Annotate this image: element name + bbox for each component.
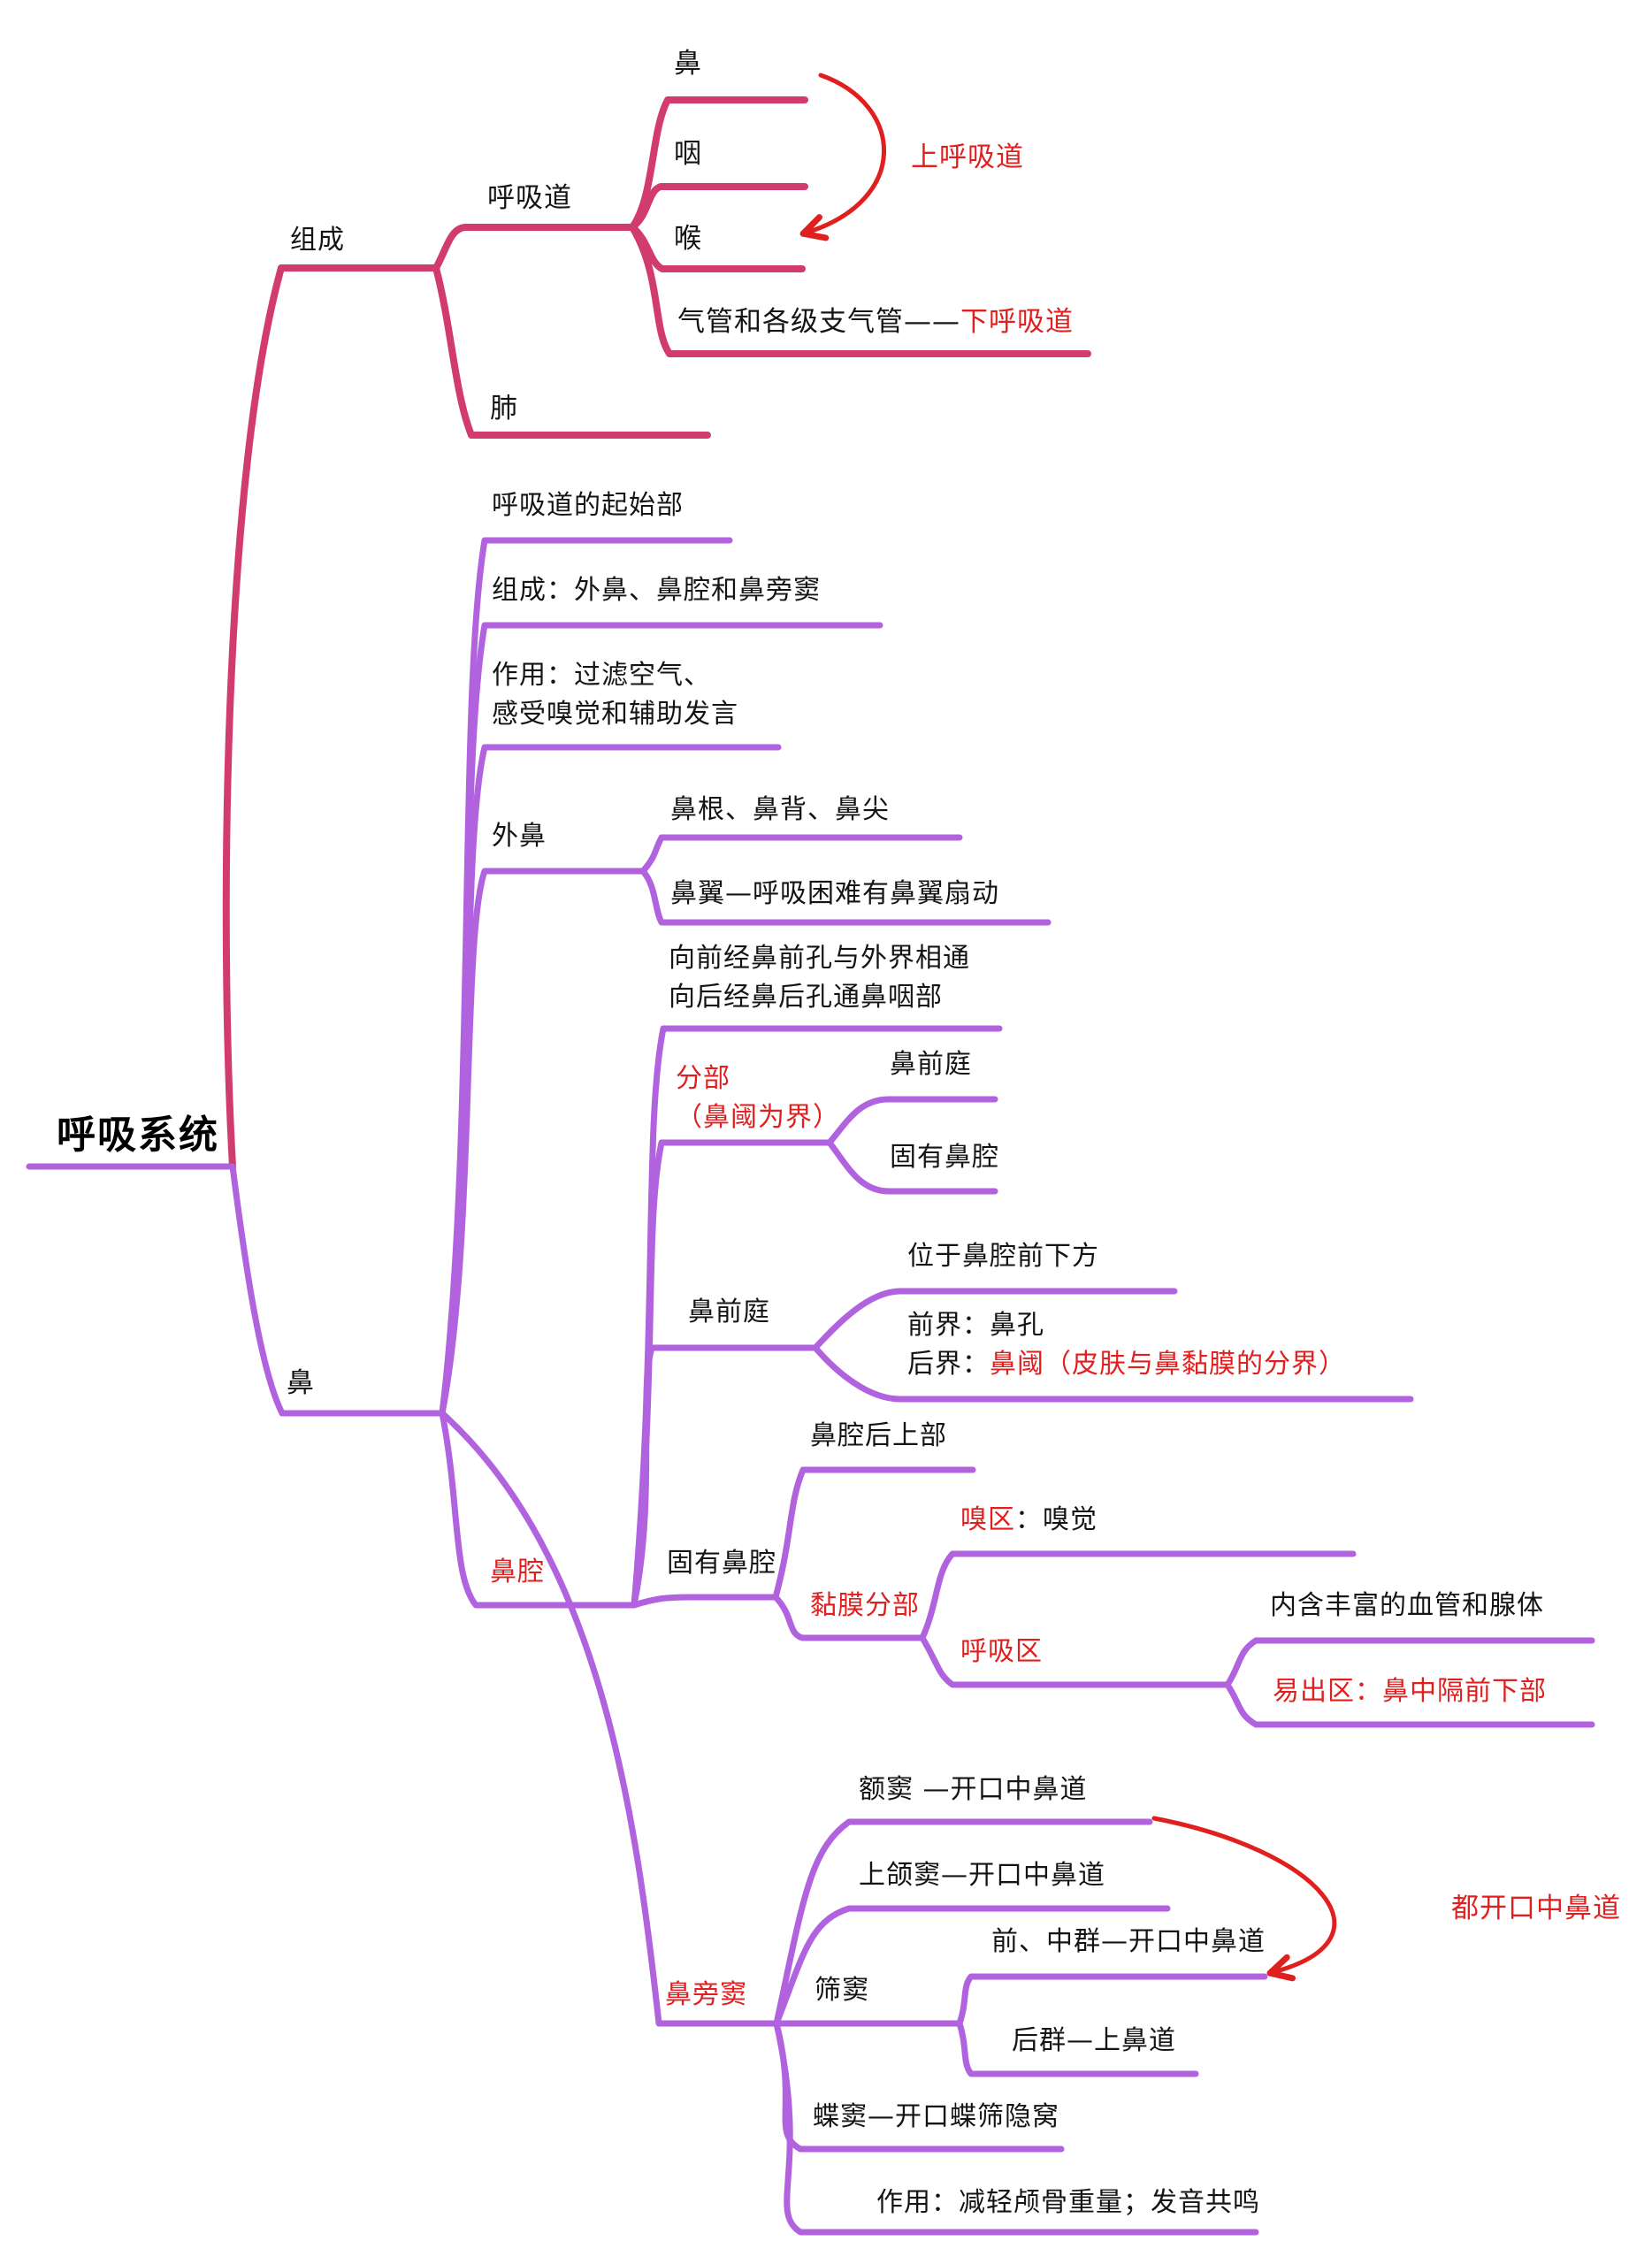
node-vestibule-location[interactable]: 位于鼻腔前下方 <box>907 1241 1099 1272</box>
all-open-middle-meatus-arrow <box>1151 1816 1337 1982</box>
lower-airway-note: 下呼吸道 <box>960 306 1074 338</box>
back-border-value: 鼻阈（皮肤与鼻黏膜的分界） <box>990 1348 1346 1380</box>
olfactory-label: 嗅区 <box>960 1504 1015 1535</box>
node-external-nose-parts[interactable]: 鼻根、鼻背、鼻尖 <box>670 794 890 825</box>
node-nose-origin[interactable]: 呼吸道的起始部 <box>492 490 684 521</box>
node-nose[interactable]: 鼻 <box>287 1367 315 1399</box>
branch-nose-composition <box>439 622 883 1417</box>
node-bleeding-area[interactable]: 易出区：鼻中隔前下部 <box>1273 1676 1547 1707</box>
node-airway-pharynx[interactable]: 咽 <box>674 138 702 170</box>
all-open-middle-meatus-annotation: 都开口中鼻道 <box>1451 1893 1621 1924</box>
branch-respiratory-content <box>1224 1637 1595 1688</box>
node-nose-composition[interactable]: 组成：外鼻、鼻腔和鼻旁窦 <box>492 575 821 606</box>
branch-airway-trachea <box>629 224 1091 357</box>
branch-respiratory <box>919 1634 1231 1688</box>
node-sinus-function[interactable]: 作用：减轻颅骨重量；发音共鸣 <box>876 2187 1260 2218</box>
branch-vestibule-borders <box>812 1344 1414 1403</box>
branch-external-nose <box>439 868 646 1417</box>
branch-vestibule-location <box>812 1288 1178 1351</box>
olfactory-value: ：嗅觉 <box>1015 1504 1098 1535</box>
node-division-proper[interactable]: 固有鼻腔 <box>890 1142 999 1173</box>
branch-ethmoid-posterior <box>956 2020 1199 2077</box>
front-border: 前界：鼻孔 <box>907 1310 1044 1341</box>
branch-ethmoid-anterior <box>956 1973 1268 2027</box>
node-nasal-cavity[interactable]: 鼻腔 <box>490 1556 545 1587</box>
node-airway-trachea[interactable]: 气管和各级支气管——下呼吸道 <box>677 302 1074 342</box>
node-olfactory[interactable]: 嗅区：嗅觉 <box>960 1501 1098 1540</box>
branch-vestibule <box>631 1344 819 1609</box>
node-root[interactable]: 呼吸系统 <box>57 1113 219 1158</box>
node-composition[interactable]: 组成 <box>290 225 345 256</box>
branch-olfactory <box>919 1550 1357 1641</box>
upper-airway-arrow <box>799 73 886 241</box>
node-respiratory-content[interactable]: 内含丰富的血管和腺体 <box>1270 1590 1544 1621</box>
node-frontal-sinus[interactable]: 额窦 —开口中鼻道 <box>859 1774 1088 1805</box>
branch-proper-location <box>772 1466 976 1601</box>
node-external-nose[interactable]: 外鼻 <box>492 821 547 852</box>
branch-maxillary-sinus <box>773 1905 1171 2027</box>
branch-division-vestibule <box>826 1096 998 1146</box>
branch-lung <box>432 264 711 439</box>
upper-airway-annotation: 上呼吸道 <box>911 142 1024 173</box>
node-vestibule[interactable]: 鼻前庭 <box>688 1296 770 1327</box>
node-maxillary-sinus[interactable]: 上颌窦—开口中鼻道 <box>859 1860 1105 1891</box>
branch-composition-trunk <box>222 264 285 1170</box>
node-lung[interactable]: 肺 <box>490 393 518 424</box>
node-nose-function[interactable]: 作用：过滤空气、 感受嗅觉和辅助发言 <box>492 660 738 730</box>
node-airway-nose[interactable]: 鼻 <box>674 48 702 80</box>
node-sphenoid-sinus[interactable]: 蝶窦—开口蝶筛隐窝 <box>813 2101 1059 2132</box>
node-division-vestibule[interactable]: 鼻前庭 <box>890 1049 972 1080</box>
branch-proper-cavity <box>631 1594 779 1609</box>
node-paranasal-sinuses[interactable]: 鼻旁窦 <box>665 1979 747 2010</box>
branch-external-nose-parts <box>639 834 963 875</box>
branch-sinus-function <box>773 2020 1259 2236</box>
branch-nose <box>229 1163 446 1417</box>
node-proper-cavity[interactable]: 固有鼻腔 <box>667 1548 776 1579</box>
node-airway[interactable]: 呼吸道 <box>487 182 572 214</box>
branch-cavity-division <box>631 1139 833 1609</box>
branch-bleeding-area <box>1224 1681 1595 1728</box>
node-cavity-division[interactable]: 分部 （鼻阈为界） <box>676 1063 840 1133</box>
node-external-nose-wing[interactable]: 鼻翼—呼吸困难有鼻翼扇动 <box>670 878 999 909</box>
branch-nasal-cavity <box>439 1410 638 1609</box>
branch-airway-pharynx <box>629 183 808 231</box>
node-airway-larynx[interactable]: 喉 <box>674 223 702 255</box>
branch-airway-larynx <box>629 224 806 272</box>
branch-airway-nose <box>629 96 808 231</box>
node-cavity-openings[interactable]: 向前经鼻前孔与外界相通 向后经鼻后孔通鼻咽部 <box>669 943 970 1013</box>
node-ethmoid-posterior[interactable]: 后群—上鼻道 <box>1012 2025 1176 2056</box>
node-respiratory[interactable]: 呼吸区 <box>960 1636 1043 1667</box>
trachea-label-black: 气管和各级支气管—— <box>677 306 960 338</box>
branch-division-proper <box>826 1139 998 1195</box>
branch-airway <box>432 224 636 272</box>
node-mucosa[interactable]: 黏膜分部 <box>810 1590 920 1621</box>
node-vestibule-borders[interactable]: 前界：鼻孔后界：鼻阈（皮肤与鼻黏膜的分界） <box>907 1306 1346 1383</box>
branch-mucosa <box>772 1594 926 1641</box>
branch-frontal-sinus <box>773 1818 1153 2027</box>
back-border-label: 后界： <box>907 1348 990 1380</box>
branch-paranasal-sinuses <box>439 1410 780 2027</box>
node-proper-location[interactable]: 鼻腔后上部 <box>810 1420 947 1451</box>
node-ethmoid-anterior[interactable]: 前、中群—开口中鼻道 <box>991 1926 1266 1957</box>
node-ethmoid-sinus[interactable]: 筛窦 <box>815 1975 869 2006</box>
branch-external-nose-wing <box>639 868 1052 926</box>
